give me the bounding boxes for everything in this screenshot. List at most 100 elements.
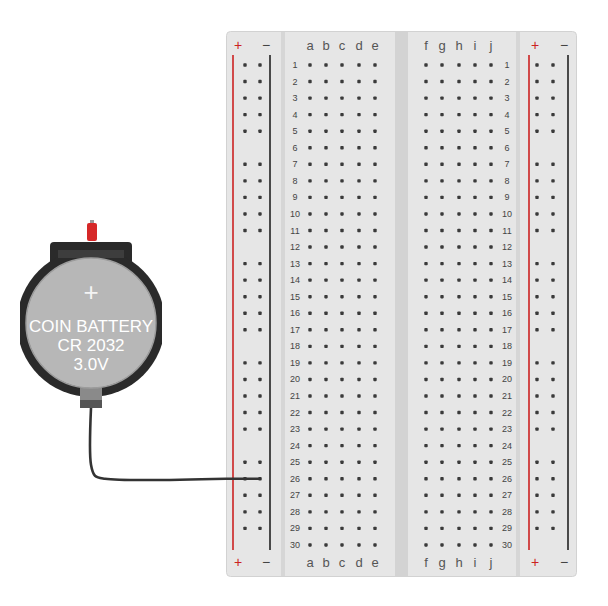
row-number: 4 [504,110,509,119]
hole [457,113,460,116]
column-letter: i [474,556,477,569]
hole [357,245,360,248]
hole [340,130,343,133]
hole [473,527,476,530]
hole [357,163,360,166]
polarity-mark: + [83,279,98,305]
hole [373,179,376,182]
hole [489,196,492,199]
hole [324,345,327,348]
hole [340,113,343,116]
hole [324,113,327,116]
row-number: 24 [502,441,512,450]
row-number: 14 [502,276,512,285]
row-number: 30 [502,540,512,549]
hole [324,278,327,281]
hole [440,179,443,182]
hole [489,179,492,182]
hole [440,510,443,513]
hole [424,179,427,182]
hole [440,328,443,331]
hole [424,262,427,265]
hole [473,378,476,381]
hole [551,312,554,315]
hole [473,494,476,497]
hole [440,196,443,199]
row-number: 11 [502,226,511,235]
hole [440,494,443,497]
hole [424,345,427,348]
hole [324,461,327,464]
hole [357,494,360,497]
hole [340,494,343,497]
hole [489,212,492,215]
hole [457,543,460,546]
hole [440,378,443,381]
hole [457,212,460,215]
hole [457,163,460,166]
row-number: 7 [292,160,297,169]
hole [473,312,476,315]
hole [373,295,376,298]
hole [473,229,476,232]
hole [308,80,311,83]
hole [340,63,343,66]
hole [308,146,311,149]
hole [373,461,376,464]
hole [373,278,376,281]
hole [324,262,327,265]
hole [308,212,311,215]
hole [340,411,343,414]
hole [535,394,538,397]
hole [424,427,427,430]
hole [373,527,376,530]
hole [489,444,492,447]
battery-label: CR 2032 [57,337,124,354]
row-number: 18 [290,342,300,351]
hole [308,262,311,265]
hole [308,278,311,281]
row-number: 5 [504,127,509,136]
rail-plus-mark: + [531,38,539,52]
hole [473,80,476,83]
hole [424,361,427,364]
hole [340,295,343,298]
hole [473,146,476,149]
hole [424,543,427,546]
column-letter: g [438,39,445,52]
hole [535,163,538,166]
hole [489,411,492,414]
hole [424,229,427,232]
hole [457,80,460,83]
row-number: 19 [290,358,300,367]
row-number: 13 [290,259,300,268]
hole [340,427,343,430]
hole [340,461,343,464]
hole [373,543,376,546]
hole [357,63,360,66]
hole [489,361,492,364]
hole [357,146,360,149]
column-letter: b [322,39,329,52]
row-number: 13 [502,259,512,268]
hole [243,328,246,331]
hole [473,278,476,281]
hole [258,80,261,83]
row-number: 22 [502,408,512,417]
hole [373,494,376,497]
hole [457,361,460,364]
hole [324,245,327,248]
hole [457,477,460,480]
hole [340,146,343,149]
hole [551,378,554,381]
hole [551,394,554,397]
column-letter: f [424,39,428,52]
hole [457,461,460,464]
hole [357,80,360,83]
hole [473,543,476,546]
rail-plus-mark: + [234,38,242,52]
row-number: 16 [290,309,300,318]
hole [373,510,376,513]
hole [440,245,443,248]
hole [243,262,246,265]
